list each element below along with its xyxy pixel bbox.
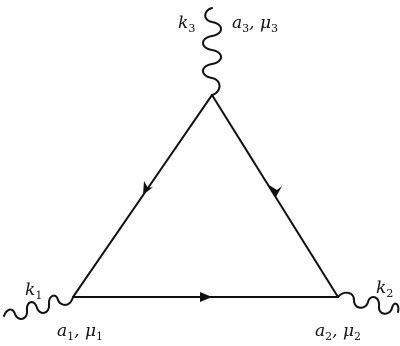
gluon-2 <box>337 291 400 315</box>
gluon3-indices-label: a3, μ3 <box>232 13 278 35</box>
gluon1-indices-label: a1, μ1 <box>57 321 103 343</box>
gluon2-indices-label: a2, μ2 <box>315 321 361 343</box>
fermion-line-left <box>72 94 213 298</box>
fermion-arrows <box>143 181 282 302</box>
momentum-label-k3: k3 <box>178 13 195 35</box>
momentum-label-k2: k2 <box>376 278 393 300</box>
arrow-right <box>269 185 282 197</box>
gluon-3 <box>202 7 222 96</box>
momentum-label-k1: k1 <box>25 280 42 302</box>
arrow-left <box>143 181 153 195</box>
fermion-loop <box>72 94 339 298</box>
arrow-bottom <box>200 292 212 302</box>
gluon-1 <box>3 294 74 320</box>
fermion-line-right <box>211 94 339 298</box>
